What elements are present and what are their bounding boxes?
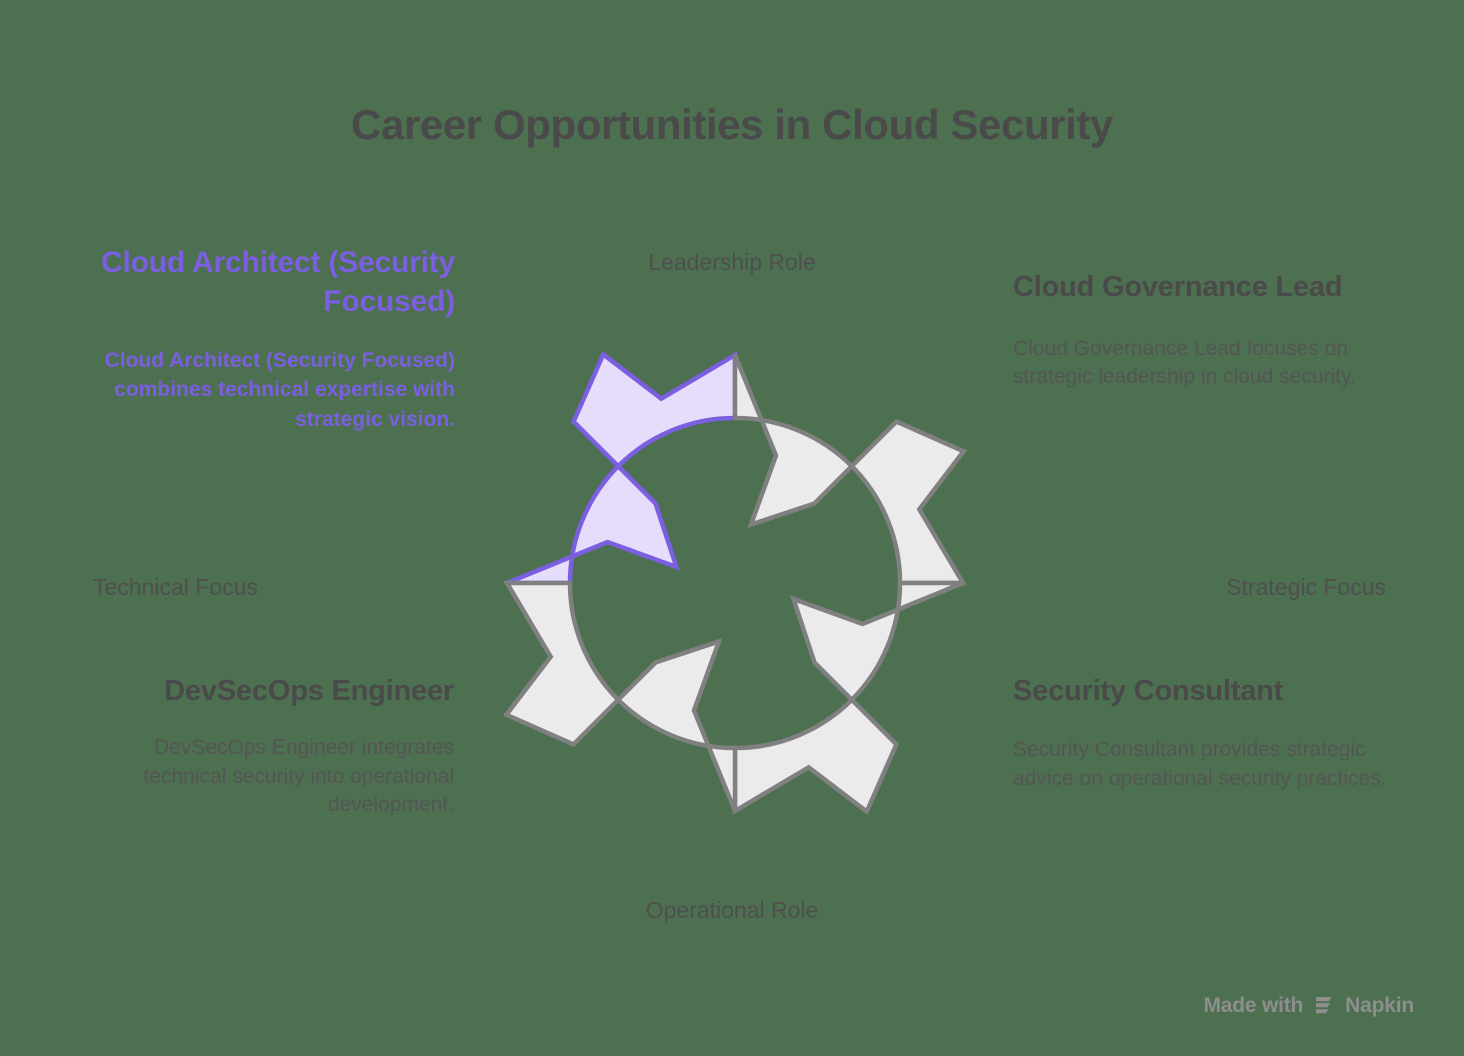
footer-prefix-label: Made with: [1203, 994, 1304, 1017]
quadrant-heading-devsecops-engineer: DevSecOps Engineer: [164, 675, 454, 707]
quadrant-description-devsecops-engineer: DevSecOps Engineer integrates technical …: [143, 736, 454, 817]
cycle-ring-diagram: [489, 337, 981, 829]
axis-label-technical-focus: Technical Focus: [93, 574, 258, 600]
ring-segment-devsecops-engineer[interactable]: [502, 580, 738, 812]
axis-label-strategic-focus: Strategic Focus: [1226, 574, 1386, 600]
quadrant-card-devsecops-engineer[interactable]: DevSecOps Engineer DevSecOps Engineer in…: [72, 672, 454, 820]
napkin-logo-icon: [1312, 994, 1336, 1018]
footer-brand-label: Napkin: [1345, 994, 1414, 1017]
made-with-napkin-footer[interactable]: Made with Napkin: [1203, 994, 1414, 1018]
quadrant-description-cloud-governance-lead: Cloud Governance Lead focuses on strateg…: [1013, 336, 1356, 389]
ring-segment-security-consultant[interactable]: [732, 580, 964, 816]
page-title: Career Opportunities in Cloud Security: [351, 101, 1113, 148]
quadrant-card-security-consultant[interactable]: Security Consultant Security Consultant …: [1013, 672, 1395, 793]
quadrant-description-security-consultant: Security Consultant provides strategic a…: [1013, 738, 1387, 790]
quadrant-heading-security-consultant: Security Consultant: [1013, 675, 1284, 707]
axis-label-operational-role: Operational Role: [645, 897, 819, 923]
quadrant-card-cloud-architect[interactable]: Cloud Architect (Security Focused) Cloud…: [95, 243, 455, 434]
quadrant-heading-cloud-architect: Cloud Architect (Security Focused): [101, 246, 455, 318]
quadrant-heading-cloud-governance-lead: Cloud Governance Lead: [1013, 271, 1343, 303]
ring-segment-cloud-governance-lead[interactable]: [732, 354, 968, 586]
axis-label-leadership-role: Leadership Role: [648, 249, 816, 275]
quadrant-card-cloud-governance-lead[interactable]: Cloud Governance Lead Cloud Governance L…: [1013, 268, 1391, 392]
ring-segment-cloud-architect[interactable]: [506, 350, 738, 586]
quadrant-description-cloud-architect: Cloud Architect (Security Focused) combi…: [104, 349, 455, 431]
